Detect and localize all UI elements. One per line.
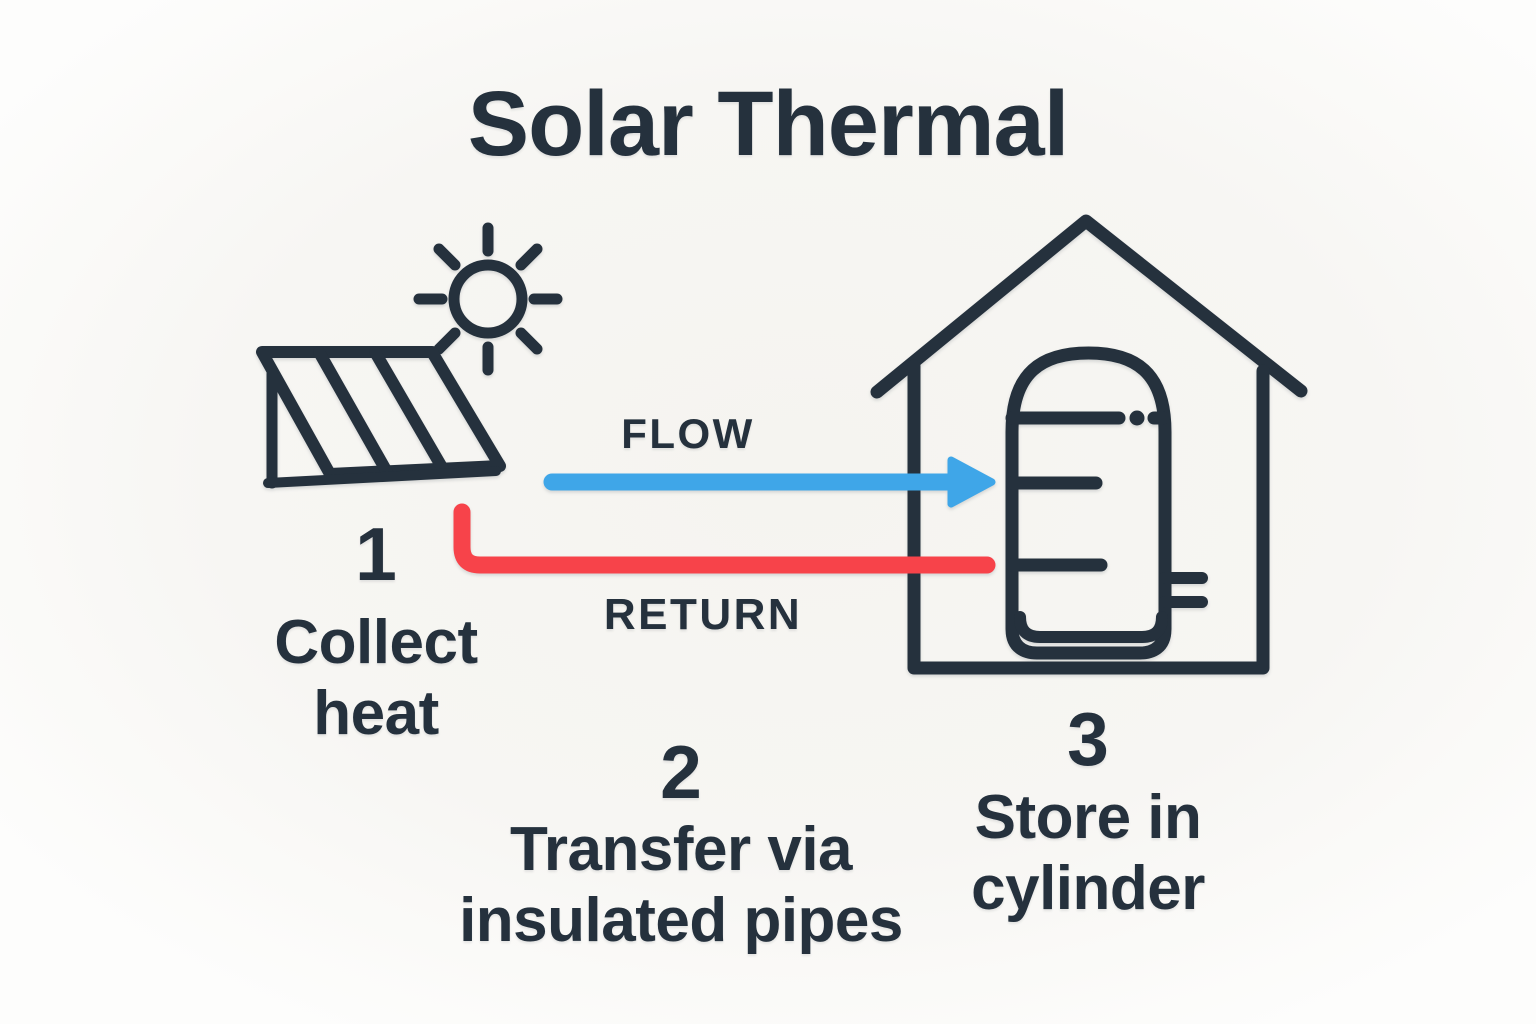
step-collect-heat: 1 Collect heat: [176, 517, 576, 750]
step-1-label-line1: Collect: [274, 608, 478, 677]
step-2-number: 2: [660, 730, 702, 814]
page-title: Solar Thermal: [467, 73, 1070, 175]
solar-panel-icon: [256, 346, 506, 489]
step-3-number: 3: [1067, 697, 1109, 781]
flow-arrow-icon: [543, 456, 996, 508]
return-pipe-label: RETURN: [603, 590, 803, 639]
step-2-label-line1: Transfer via: [509, 815, 853, 884]
step-1-label: Collect heat: [176, 607, 576, 750]
flow-pipe-label: FLOW: [621, 410, 755, 457]
step-3-label-line1: Store in: [974, 783, 1202, 852]
hot-water-cylinder-icon: [1005, 346, 1208, 660]
step-1-label-line2: heat: [313, 679, 439, 749]
house-icon: [870, 214, 1308, 675]
step-2-label: Transfer via insulated pipes: [401, 814, 961, 957]
step-transfer-pipes: 2 Transfer via insulated pipes: [401, 735, 961, 957]
sun-icon: [413, 222, 563, 376]
step-2-label-line2: insulated pipes: [459, 886, 903, 956]
step-3-label-line2: cylinder: [971, 854, 1205, 924]
return-pipe-icon: [453, 503, 996, 574]
step-store-cylinder: 3 Store in cylinder: [838, 702, 1338, 925]
step-3-label: Store in cylinder: [838, 782, 1338, 925]
step-1-number: 1: [355, 512, 397, 596]
